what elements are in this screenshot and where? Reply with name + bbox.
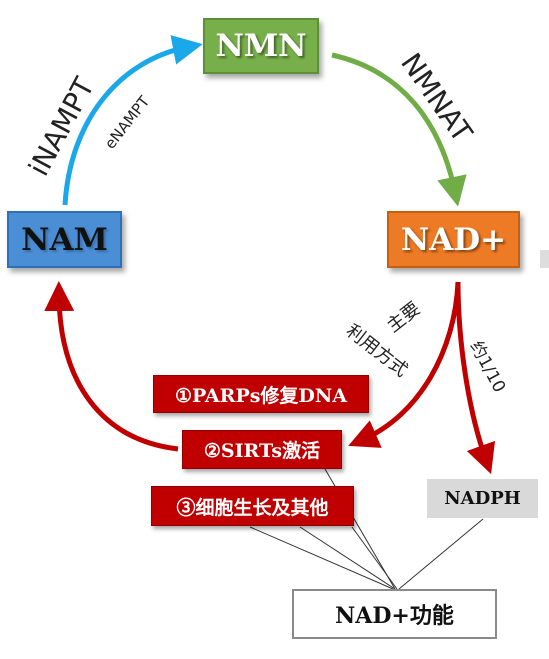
nadph-node: NADPH — [427, 479, 538, 518]
nad-plus-node: NAD+ — [387, 211, 520, 268]
nad-function-node: NAD+功能 — [292, 589, 497, 639]
main-usage-label-line1: 主要 — [383, 298, 424, 337]
nam-node: NAM — [7, 211, 122, 268]
arrow-nmn-to-nad — [331, 52, 467, 207]
use-sirts-activation: ②SIRTs激活 — [182, 430, 342, 469]
arrow-nad-to-uses — [348, 281, 461, 448]
edge-fragment — [540, 250, 549, 268]
use-parps-dna-repair: ①PARPs修复DNA — [153, 375, 369, 413]
about-one-tenth-label: 约1/10 — [466, 338, 510, 396]
arrow-uses-to-nam — [44, 281, 179, 452]
arrow-nam-to-nmn — [62, 35, 203, 206]
arrow-nad-to-nadph — [455, 281, 496, 475]
nmn-node: NMN — [203, 18, 319, 74]
use-cell-growth-other: ③细胞生长及其他 — [151, 486, 354, 526]
enampt-label: eNAMPT — [101, 92, 154, 152]
inampt-label: iNAMPT — [22, 71, 101, 181]
